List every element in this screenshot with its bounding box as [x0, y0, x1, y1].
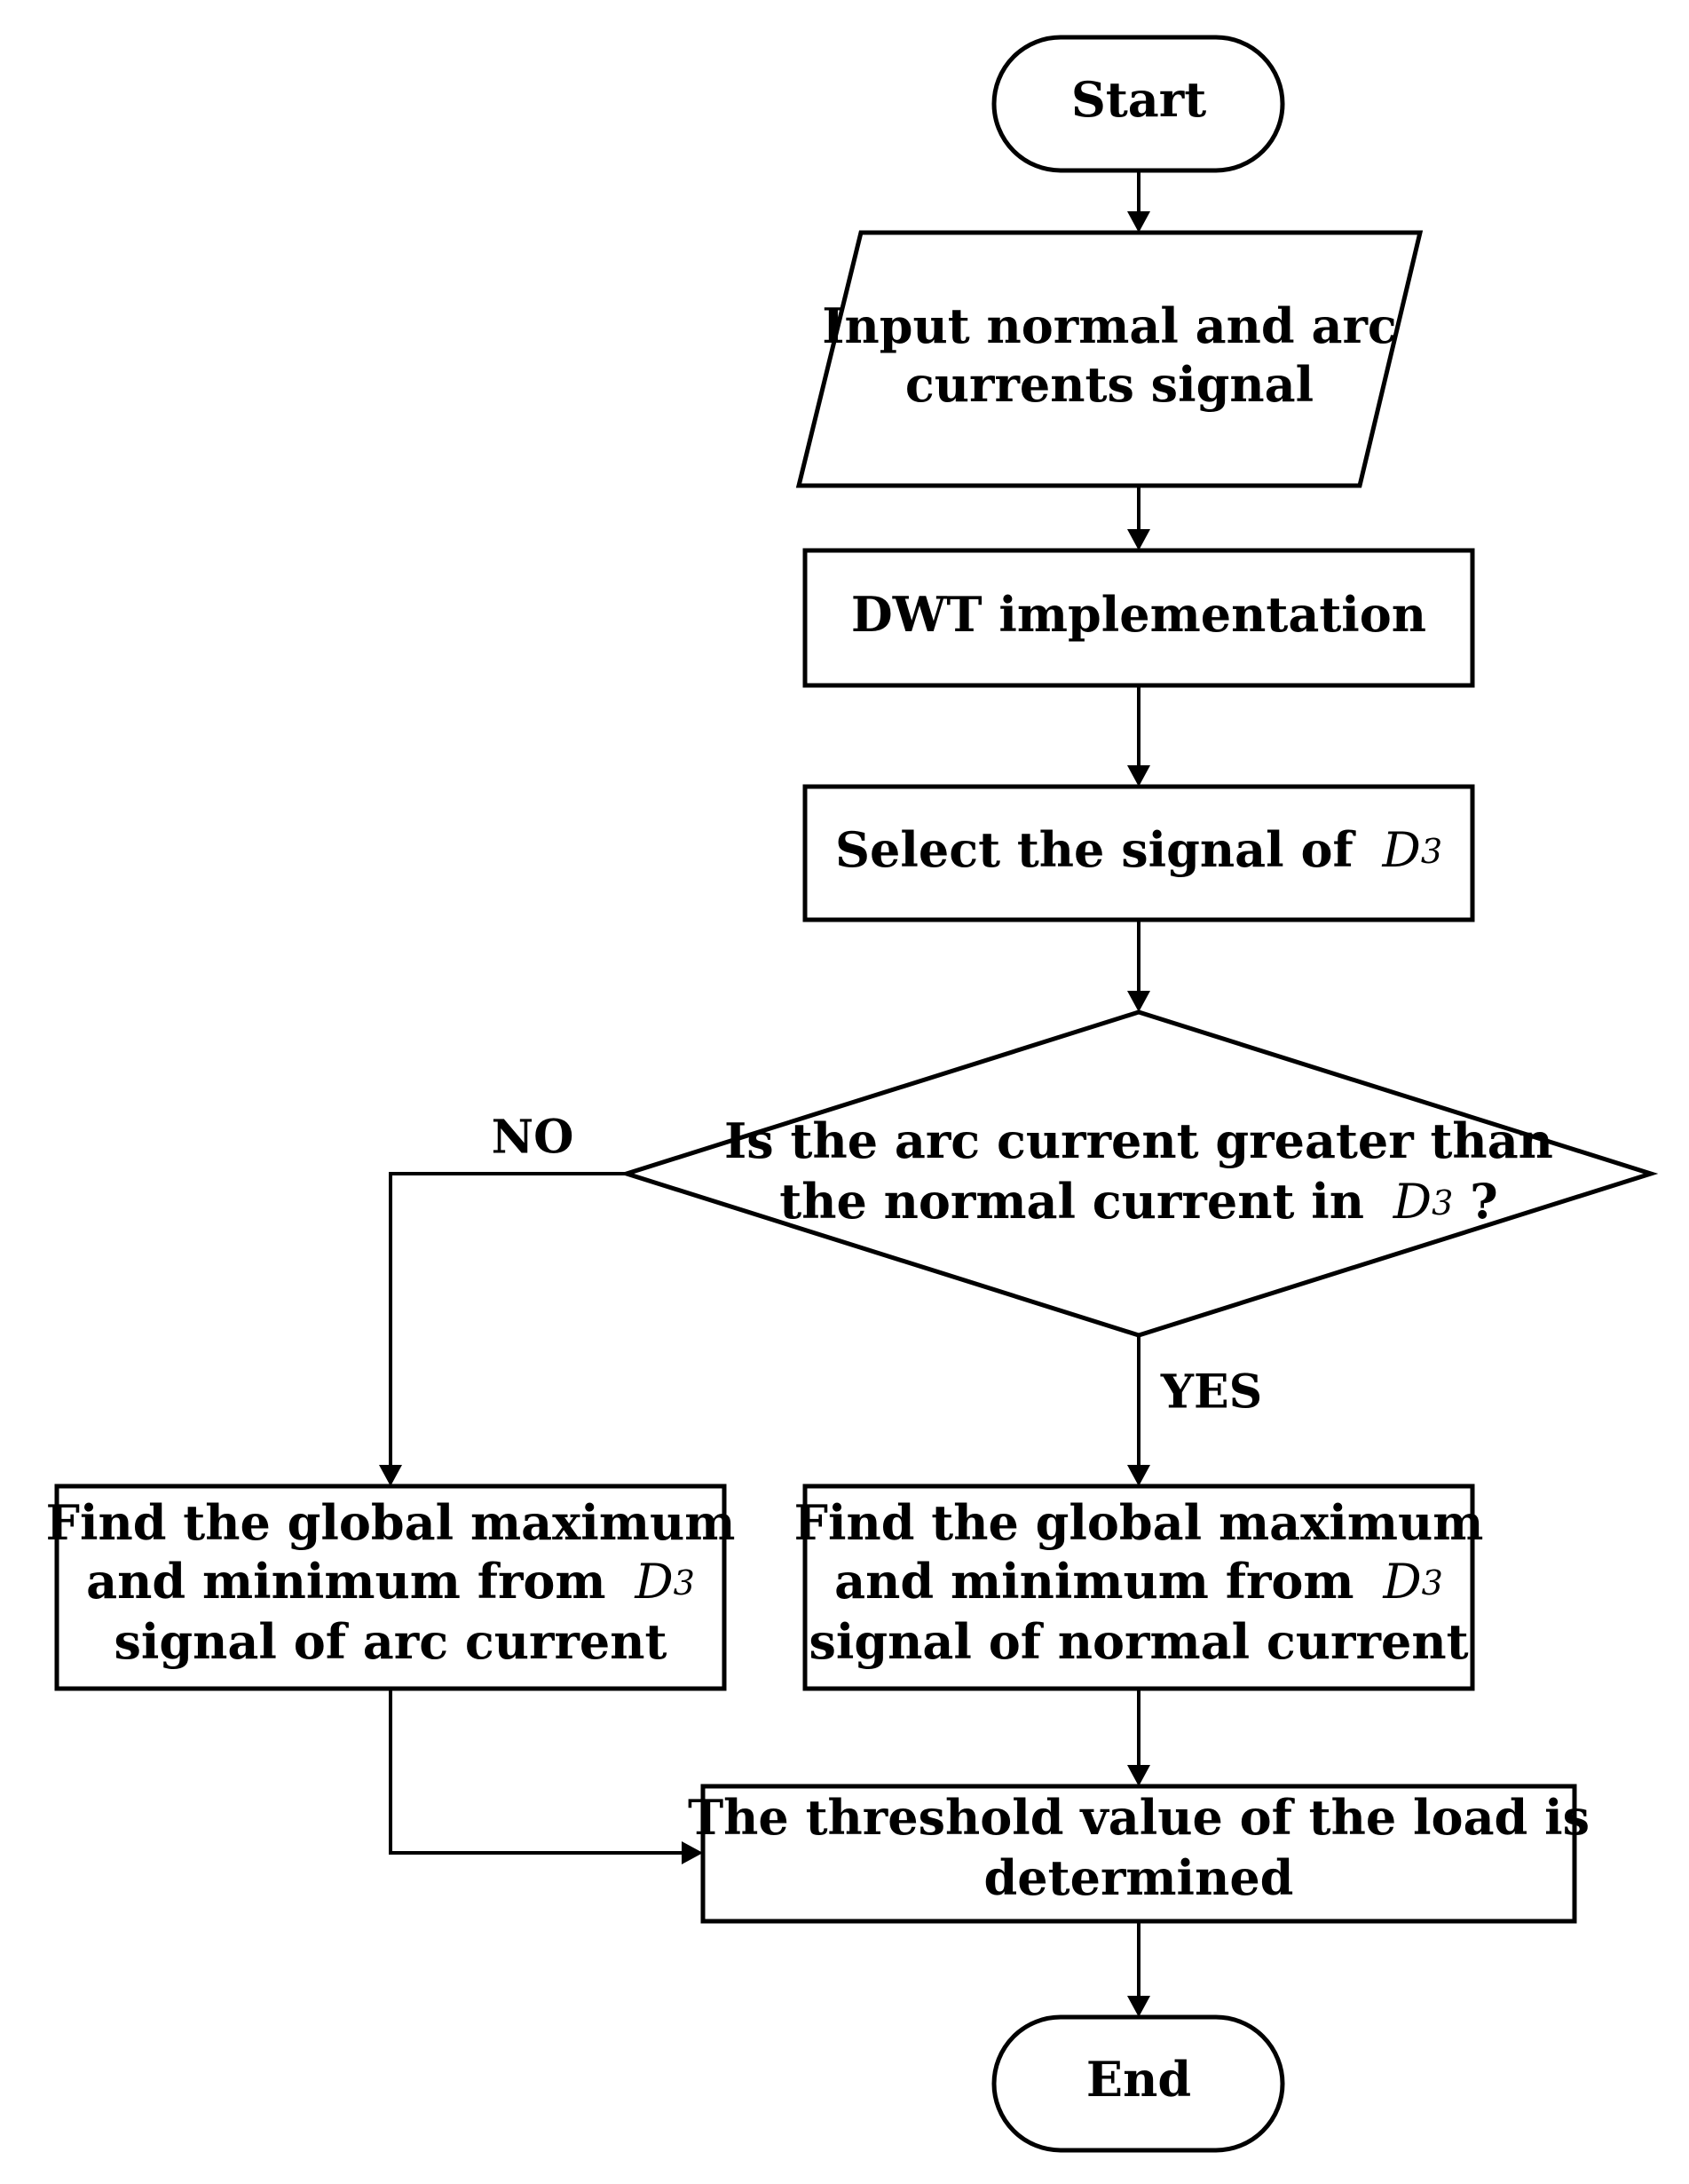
decision-label-line2-prefix: the normal current in	[779, 1173, 1364, 1230]
select-label-sub: 3	[1421, 832, 1442, 871]
find-arc-line3: signal of arc current	[114, 1613, 667, 1670]
no-label: NO	[492, 1111, 574, 1165]
find-arc-line2: and minimum from D3	[86, 1553, 695, 1610]
dwt-node: DWT implementation	[802, 548, 1475, 688]
select-label-text: Select the signal of	[835, 821, 1356, 878]
decision-label-suffix: ?	[1453, 1173, 1497, 1230]
select-label-var: D	[1382, 822, 1421, 878]
find-arc-line2-prefix: and minimum from	[86, 1553, 605, 1610]
find-arc-node: Find the global maximum and minimum from…	[46, 1484, 736, 1691]
end-label: End	[1086, 2051, 1191, 2108]
find-arc-line1: Find the global maximum	[46, 1494, 736, 1551]
find-normal-line3: signal of normal current	[809, 1613, 1468, 1670]
find-arc-var: D	[634, 1554, 673, 1610]
dwt-label: DWT implementation	[851, 586, 1426, 643]
threshold-node: The threshold value of the load is deter…	[688, 1784, 1590, 1924]
find-normal-node: Find the global maximum and minimum from…	[794, 1484, 1484, 1691]
decision-node: Is the arc current greater than the norm…	[619, 1009, 1659, 1338]
input-node: Input normal and arc currents signal	[795, 230, 1424, 488]
edge-dwt-to-select	[1127, 685, 1150, 787]
decision-label-sub: 3	[1432, 1183, 1453, 1223]
start-node: Start	[991, 35, 1285, 173]
edge-threshold-to-end	[1127, 1921, 1150, 2017]
decision-label-var: D	[1393, 1174, 1432, 1230]
find-normal-line1: Find the global maximum	[794, 1494, 1484, 1551]
edge-input-to-dwt	[1127, 486, 1150, 550]
edge-find-normal-to-threshold	[1127, 1689, 1150, 1786]
edge-decision-yes	[1127, 1335, 1150, 1486]
find-arc-sub: 3	[674, 1563, 695, 1602]
start-label: Start	[1071, 71, 1206, 128]
decision-label-line2: the normal current in D3 ?	[779, 1173, 1497, 1230]
decision-label-line1: Is the arc current greater than	[724, 1112, 1553, 1169]
edge-start-to-input	[1127, 170, 1150, 233]
find-normal-line2-prefix: and minimum from	[834, 1553, 1354, 1610]
edge-decision-no	[379, 1172, 627, 1486]
threshold-line2: determined	[984, 1849, 1294, 1906]
edge-find-arc-to-threshold	[389, 1689, 703, 1864]
select-label: Select the signal of D3	[835, 821, 1442, 878]
select-node: Select the signal of D3	[802, 784, 1475, 922]
edge-select-to-decision	[1127, 920, 1150, 1012]
input-label-line2: currents signal	[905, 356, 1314, 413]
threshold-line1: The threshold value of the load is	[688, 1789, 1590, 1846]
input-label-line1: Input normal and arc	[822, 297, 1397, 354]
find-normal-sub: 3	[1422, 1563, 1443, 1602]
find-normal-line2: and minimum from D3	[834, 1553, 1443, 1610]
find-normal-var: D	[1382, 1554, 1421, 1610]
yes-label: YES	[1160, 1365, 1262, 1420]
end-node: End	[991, 2014, 1285, 2153]
